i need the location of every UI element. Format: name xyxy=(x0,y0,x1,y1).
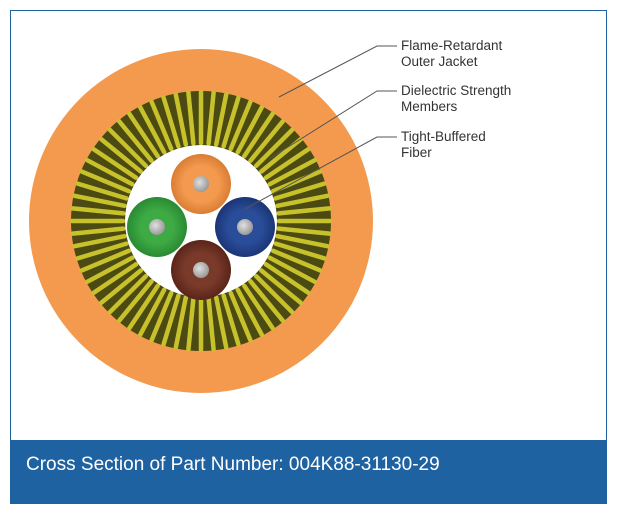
aramid-strand xyxy=(235,287,265,338)
aramid-strand xyxy=(149,290,174,343)
aramid-strand xyxy=(173,295,189,350)
aramid-strand xyxy=(186,90,196,146)
aramid-strand xyxy=(248,279,286,323)
aramid-strand xyxy=(127,283,160,331)
caption-text: Cross Section of Part Number: 004K88-311… xyxy=(26,454,440,475)
aramid-strand xyxy=(259,268,303,306)
aramid-strand xyxy=(70,226,126,236)
aramid-strand xyxy=(91,262,139,295)
aramid-strand xyxy=(263,147,311,180)
aramid-strand xyxy=(149,99,174,152)
aramid-strand xyxy=(99,268,143,306)
callout-outer-jacket: Flame-Retardant Outer Jacket xyxy=(401,38,506,69)
aramid-strand xyxy=(75,241,129,261)
aramid-strand xyxy=(107,273,149,315)
aramid-strand xyxy=(72,233,127,249)
aramid-strand xyxy=(173,92,189,147)
callout-buffered-fiber: Tight-Buffered Fiber xyxy=(401,129,490,160)
callout-strength-members: Dielectric Strength Members xyxy=(401,83,515,114)
aramid-strand xyxy=(242,111,275,159)
leader-lines xyxy=(244,45,397,210)
aramid-strand xyxy=(273,181,327,201)
leader-line-fiber xyxy=(244,136,397,210)
aramid-strand xyxy=(259,136,303,174)
aramid-strand xyxy=(84,255,135,285)
aramid-strand xyxy=(253,127,295,169)
aramid-strand xyxy=(79,169,132,194)
aramid-strand xyxy=(248,119,286,163)
aramid-strand xyxy=(275,233,330,249)
aramid-strand xyxy=(186,296,196,352)
aramid-strand xyxy=(107,127,149,169)
aramid-strand xyxy=(116,119,154,163)
aramid-strand xyxy=(270,248,323,273)
fiber-blue xyxy=(215,197,275,257)
aramid-strand xyxy=(228,290,253,343)
aramid-strand xyxy=(79,248,132,273)
aramid-strand xyxy=(221,293,241,347)
aramid-strand xyxy=(213,92,229,147)
aramid-strand xyxy=(221,95,241,149)
aramid-strands xyxy=(69,89,333,353)
aramid-strand xyxy=(276,226,332,236)
cable-core xyxy=(125,145,277,297)
aramid-strand xyxy=(275,193,330,209)
leader-line-jacket xyxy=(278,45,397,98)
aramid-strand xyxy=(267,157,318,187)
fiber-brown xyxy=(171,240,231,300)
aramid-strand xyxy=(99,136,143,174)
aramid-strand xyxy=(242,283,275,331)
aramid-strand xyxy=(263,262,311,295)
aramid-strand xyxy=(91,147,139,180)
aramid-strand xyxy=(84,157,135,187)
fiber-green xyxy=(127,197,187,257)
aramid-strand xyxy=(72,193,127,209)
cable-cross-section-diagram: Flame-Retardant Outer Jacket Dielectric … xyxy=(29,38,515,393)
aramid-strand xyxy=(137,104,167,155)
aramid-strand xyxy=(270,169,323,194)
aramid-strand xyxy=(213,295,229,350)
aramid-strand xyxy=(116,279,154,323)
aramid-strand xyxy=(127,111,160,159)
aramid-strand xyxy=(206,296,216,352)
aramid-strand xyxy=(235,104,265,155)
aramid-strand xyxy=(70,206,126,216)
aramid-strand xyxy=(75,181,129,201)
caption-bar: Cross Section of Part Number: 004K88-311… xyxy=(11,440,606,503)
diagram-frame: Flame-Retardant Outer Jacket Dielectric … xyxy=(10,10,607,504)
fiber-orange xyxy=(171,154,231,214)
leader-line-strength xyxy=(268,90,397,160)
aramid-strand xyxy=(137,287,167,338)
aramid-strand xyxy=(206,90,216,146)
aramid-strand xyxy=(267,255,318,285)
aramid-strand xyxy=(161,293,181,347)
aramid-strand xyxy=(276,206,332,216)
aramid-strand xyxy=(273,241,327,261)
aramid-strand xyxy=(228,99,253,152)
aramid-strand xyxy=(161,95,181,149)
aramid-strand xyxy=(253,273,295,315)
